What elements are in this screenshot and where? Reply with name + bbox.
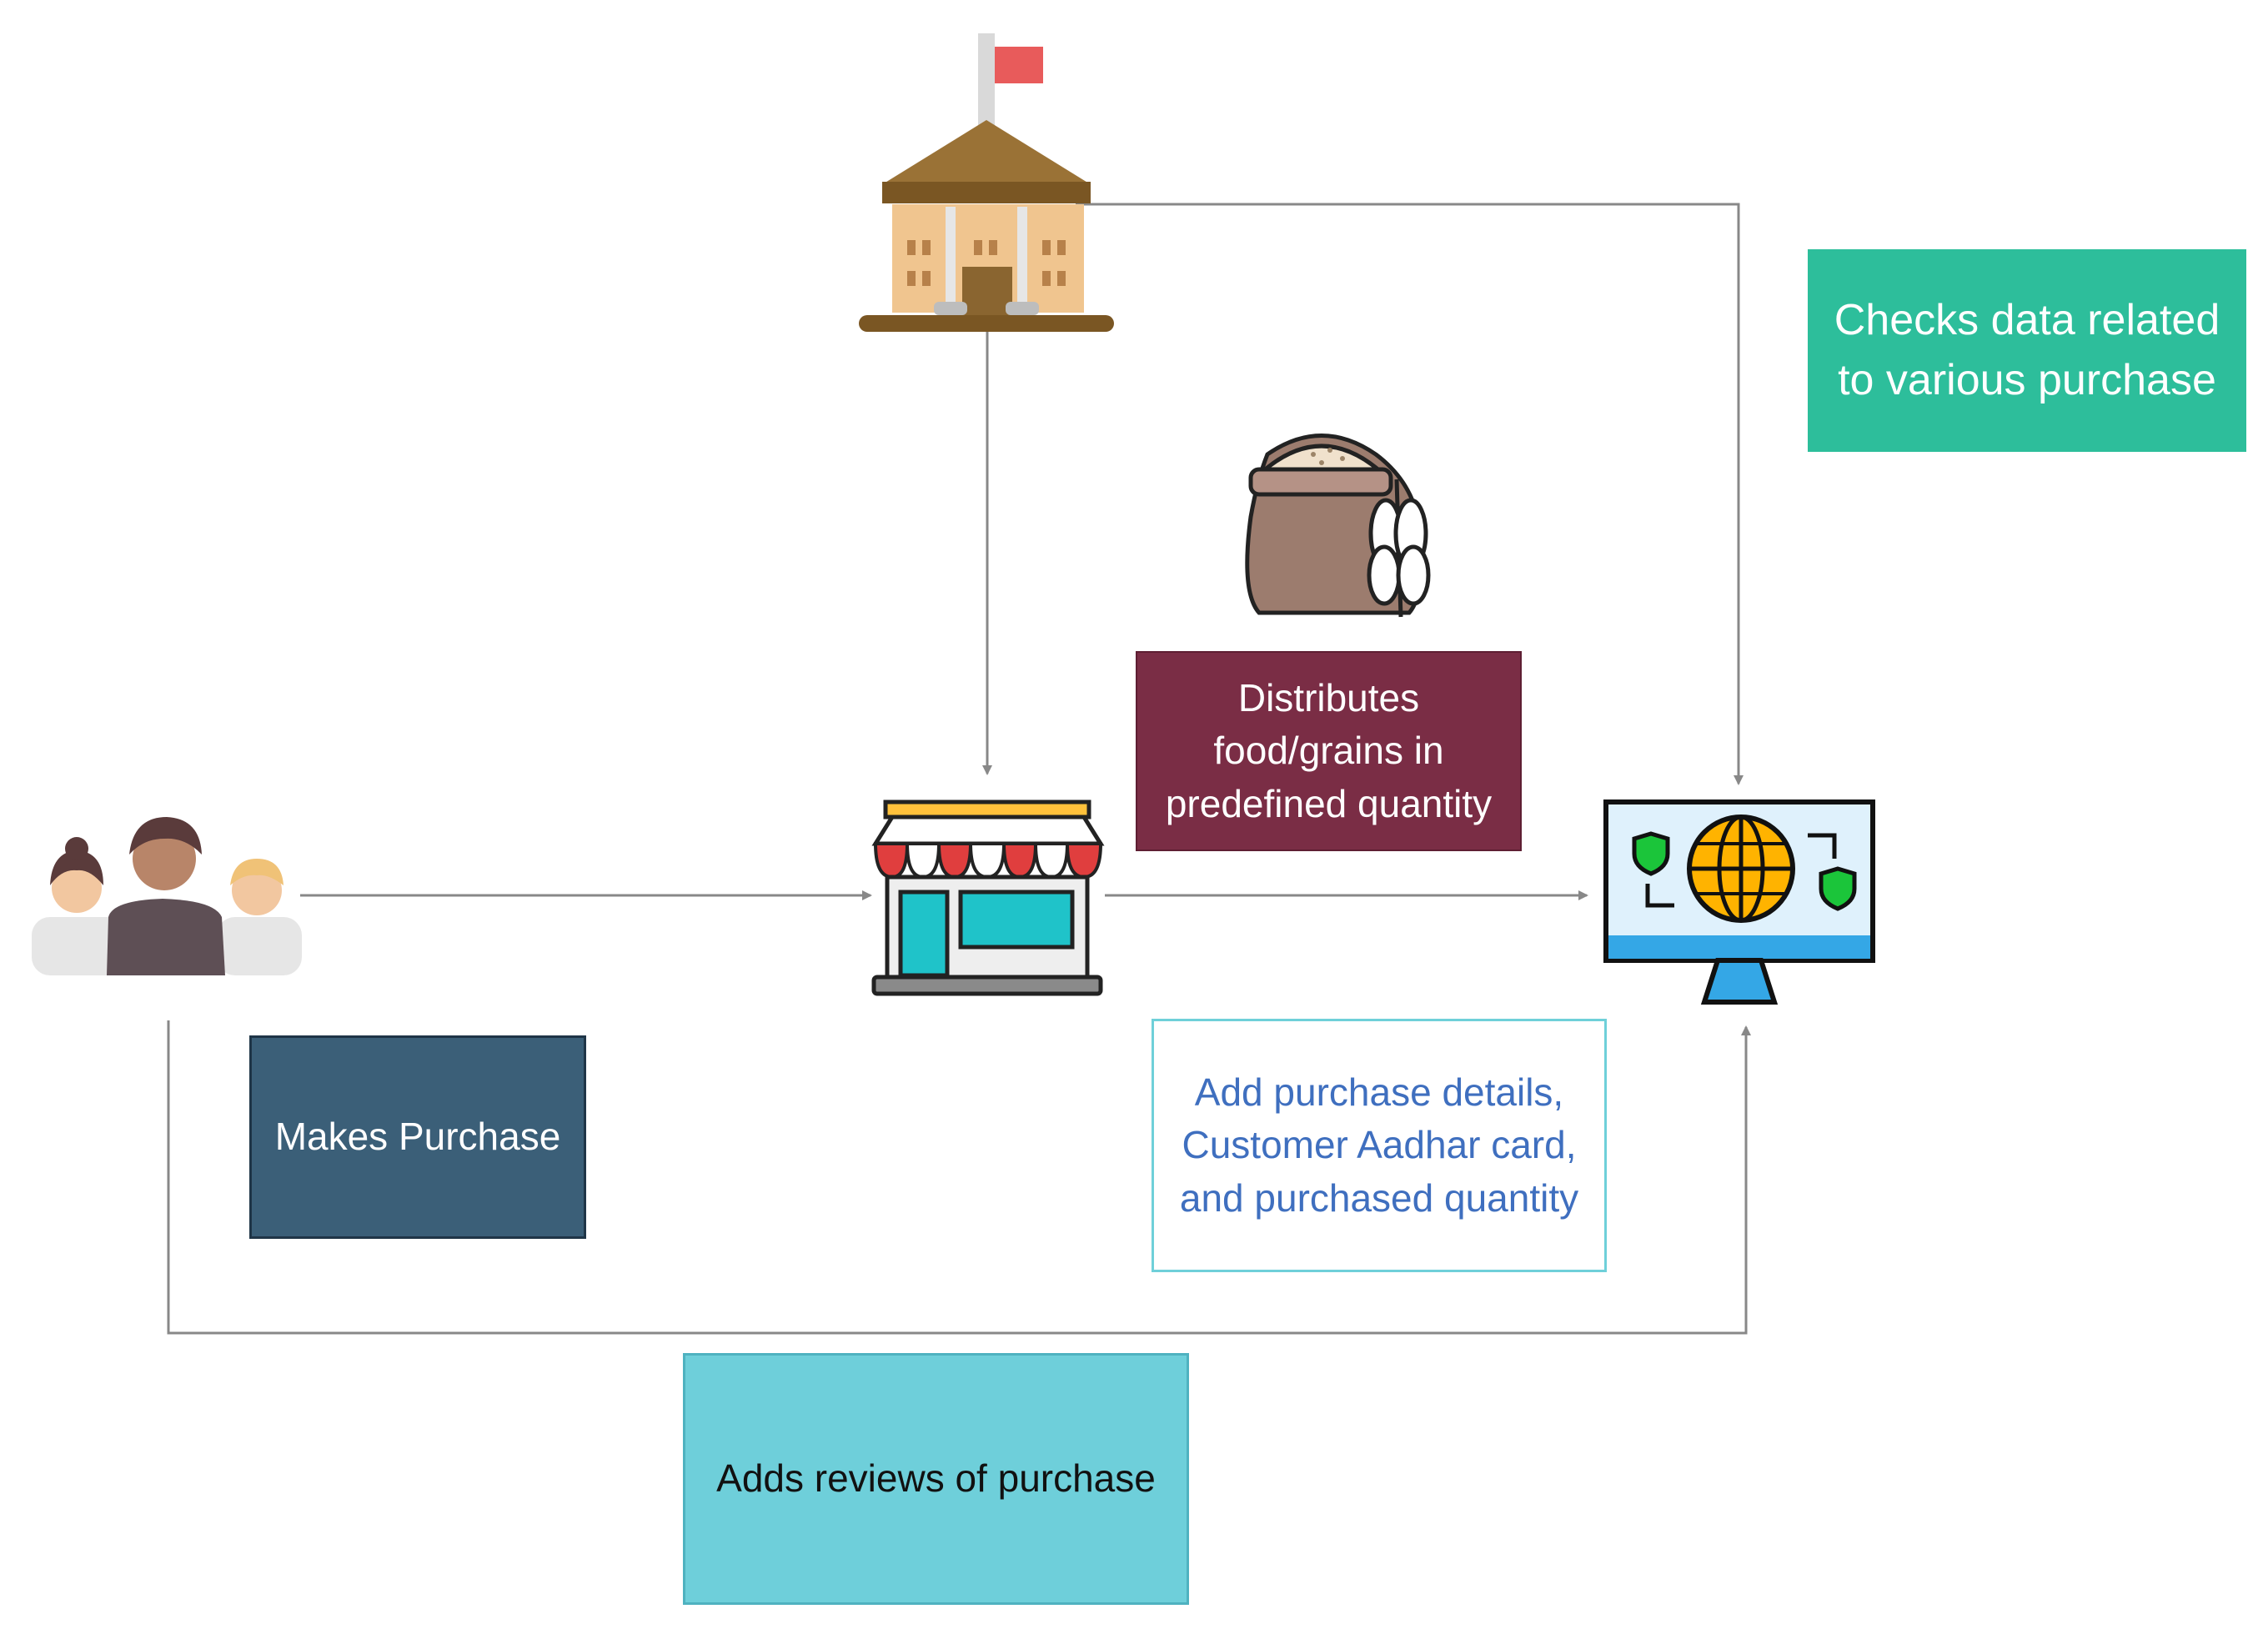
customers-to-portal-review-arrow xyxy=(167,1020,1751,1335)
add-purchase-details-label: Add purchase details, Customer Aadhar ca… xyxy=(1152,1019,1607,1272)
gov-to-portal-arrow xyxy=(1076,203,1744,785)
customers-group-icon xyxy=(32,817,302,975)
grain-sack-icon xyxy=(1245,434,1431,618)
distributes-label: Distributes food/grains in predefined qu… xyxy=(1136,651,1522,851)
ration-shop-icon xyxy=(871,799,1105,996)
connectors xyxy=(167,203,1751,1335)
makes-purchase-label: Makes Purchase xyxy=(249,1035,586,1239)
checks-data-label: Checks data related to various purchase xyxy=(1808,249,2246,452)
distributes-text: Distributes food/grains in predefined qu… xyxy=(1165,675,1493,825)
checks-data-text: Checks data related to various purchase xyxy=(1834,295,2220,404)
government-building-icon xyxy=(859,33,1114,332)
online-portal-monitor-icon xyxy=(1603,799,1875,1005)
adds-reviews-label: Adds reviews of purchase xyxy=(683,1353,1189,1605)
makes-purchase-text: Makes Purchase xyxy=(274,1115,561,1159)
adds-reviews-text: Adds reviews of purchase xyxy=(716,1456,1156,1501)
add-purchase-details-text: Add purchase details, Customer Aadhar ca… xyxy=(1179,1070,1579,1220)
